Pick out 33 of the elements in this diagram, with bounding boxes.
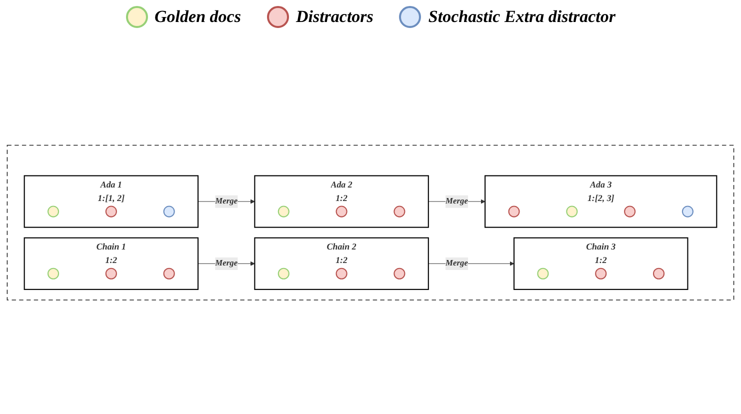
node-circle	[105, 268, 117, 280]
edge-label: Merge	[446, 197, 468, 206]
cluster: Ada 2 1:2	[254, 176, 429, 228]
node-circle	[624, 206, 636, 218]
node-circle	[48, 206, 60, 218]
node-circle	[394, 206, 406, 218]
node-circle	[595, 268, 607, 280]
legend-label: Stochastic Extra distractor	[428, 7, 616, 27]
node-circle	[508, 206, 520, 218]
node-circle	[537, 268, 549, 280]
node-circle	[566, 206, 578, 218]
node-circle	[278, 206, 290, 218]
legend-label: Golden docs	[154, 7, 241, 27]
edge-label: Merge	[215, 197, 238, 206]
cluster: Ada 1 1:[1, 2]	[24, 176, 199, 228]
edge-label: Merge	[446, 259, 468, 268]
node-circle	[163, 206, 175, 218]
node-circle	[652, 268, 665, 280]
edge-label: Merge	[215, 259, 238, 268]
node-circle	[48, 268, 60, 280]
node-circle	[278, 268, 290, 280]
node-circle	[105, 206, 117, 218]
legend-label: Distractors	[296, 7, 374, 27]
node-circle	[336, 268, 348, 280]
node-circle	[163, 268, 175, 280]
cluster: Chain 3 1:2	[513, 238, 688, 290]
node-circle	[394, 268, 406, 280]
cluster: Ada 3 1:[2, 3]	[484, 176, 718, 228]
cluster: Chain 2 1:2	[254, 238, 429, 290]
cluster	[6, 145, 734, 301]
node-circle	[336, 206, 348, 218]
cluster: Chain 1 1:2	[24, 238, 199, 290]
node-circle	[682, 206, 694, 218]
